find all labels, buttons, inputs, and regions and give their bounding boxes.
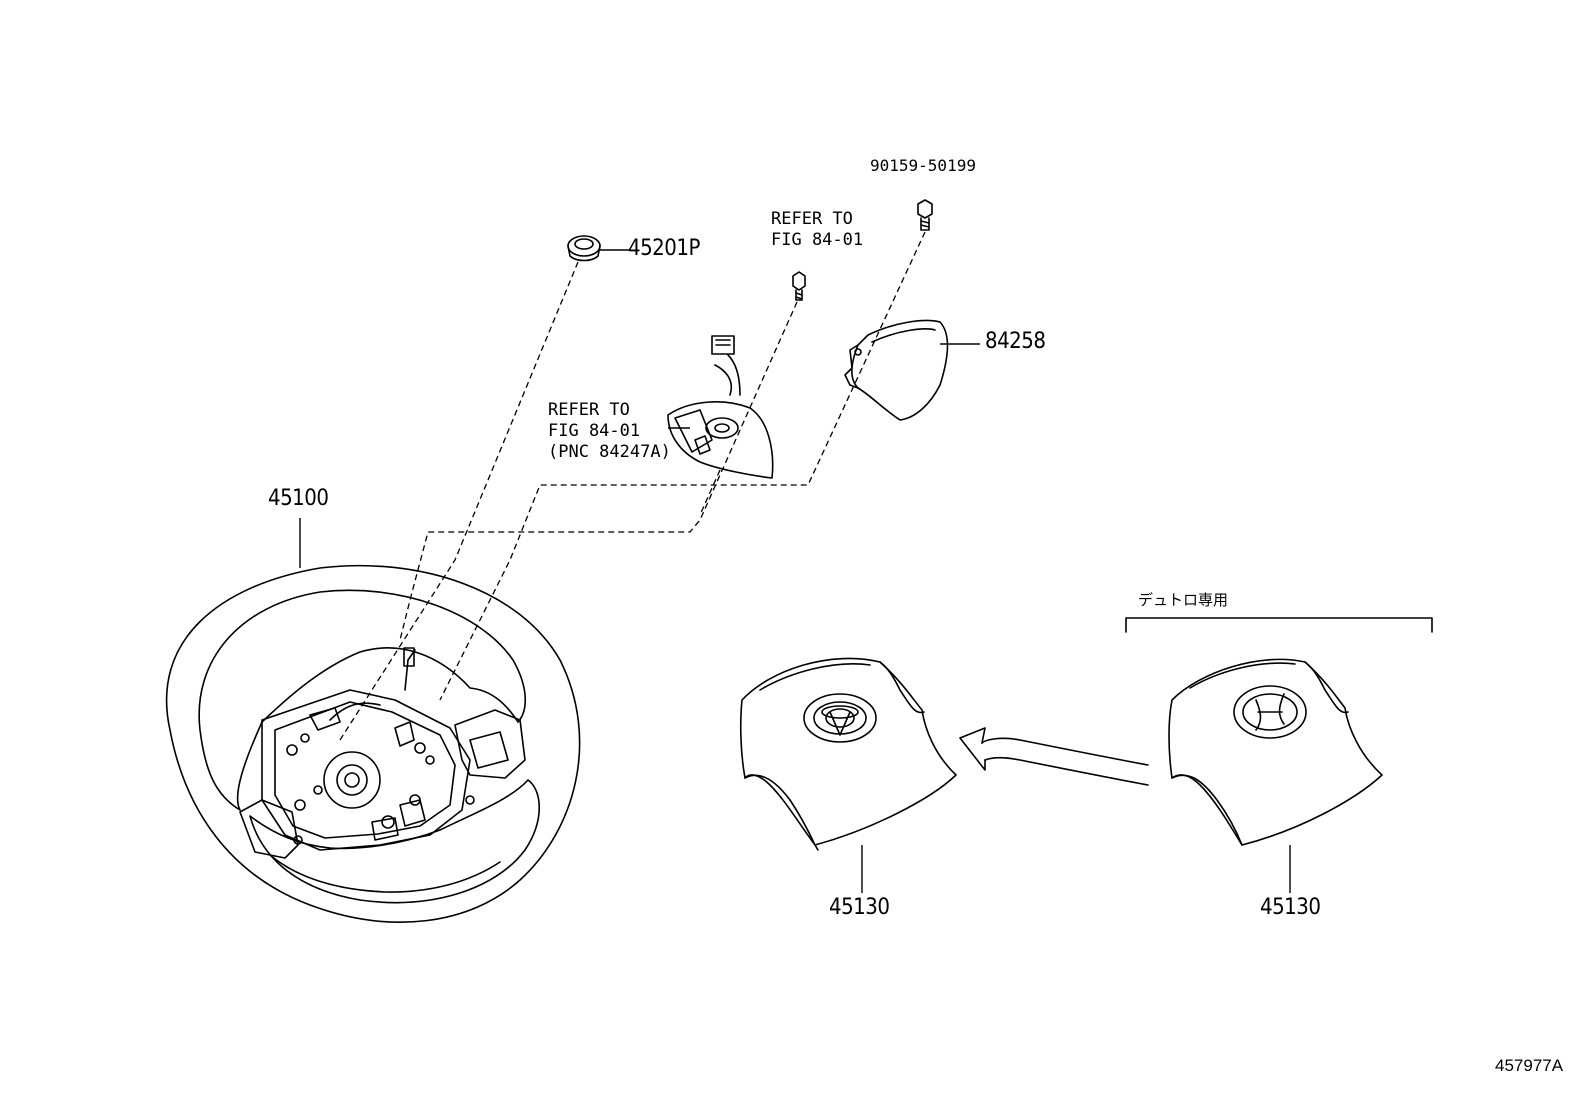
part-number-45130-left[interactable]: 45130: [829, 895, 890, 920]
part-number-45130-right[interactable]: 45130: [1260, 895, 1321, 920]
variant-label: デュトロ専用: [1138, 591, 1229, 609]
refer-note-top[interactable]: REFER TO FIG 84-01: [771, 209, 864, 250]
steering-switch-84247a: [667, 335, 774, 479]
hole-cover-45201p: [567, 235, 601, 262]
screw-refer: [792, 271, 806, 301]
bolt-90159-50199: [917, 199, 933, 231]
variant-bracket: [1125, 617, 1433, 633]
steering-pad-84258: [844, 319, 949, 421]
steering-wheel-45100: [165, 564, 581, 923]
leader-lines: [299, 249, 1291, 893]
part-number-45201p[interactable]: 45201P: [628, 236, 700, 261]
refer-note-switch[interactable]: REFER TO FIG 84-01 (PNC 84247A): [548, 400, 671, 462]
airbag-45130-right: [1168, 658, 1383, 846]
airbag-45130-left: [739, 657, 957, 851]
assembly-lines: [339, 231, 926, 741]
part-number-90159-50199[interactable]: 90159-50199: [870, 156, 976, 175]
substitution-arrow: [959, 727, 1149, 786]
figure-id: 457977A: [1495, 1056, 1564, 1075]
part-number-84258[interactable]: 84258: [985, 329, 1046, 354]
part-number-45100[interactable]: 45100: [268, 486, 329, 511]
